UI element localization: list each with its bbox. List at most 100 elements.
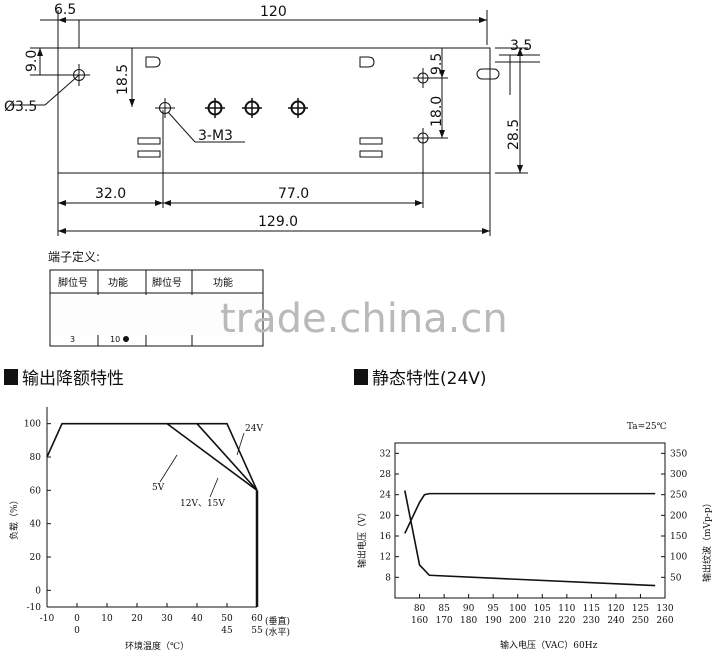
dim-bottom-b: 77.0: [278, 186, 309, 202]
series-line: [196, 423, 258, 491]
derating-axis-vertical: (垂直): [265, 615, 290, 627]
static-ta: Ta=25℃: [627, 422, 667, 432]
derating-title-marker: [4, 369, 18, 385]
table-cell-partial-2: 10: [110, 335, 120, 344]
x-tick-label: 0: [74, 614, 80, 624]
y-tick-label: -10: [27, 603, 42, 613]
x-tick-label-bottom: 160: [411, 616, 428, 626]
y-tick-label-left: 24: [380, 491, 392, 501]
static-ylabel-left: 输出电压（V）: [356, 508, 368, 569]
dim-slot-width: 3.5: [510, 38, 532, 54]
x-tick-label-bottom: 240: [607, 616, 624, 626]
x-tick-label-top: 110: [558, 604, 575, 614]
plot-frame: [394, 442, 666, 599]
x-tick-label-bottom: 210: [534, 616, 551, 626]
series-line: [166, 423, 258, 491]
x-tick-label-top: 105: [534, 604, 551, 614]
dim-screw-label: 3-M3: [198, 128, 233, 144]
x-tick-label-top: 95: [487, 604, 499, 614]
x-tick-label-top: 125: [632, 604, 649, 614]
x-tick-label-bottom: 260: [656, 616, 673, 626]
vent-slot-4: [359, 150, 383, 158]
x-tick-label-bottom: 190: [485, 616, 502, 626]
leader-5v: [159, 454, 178, 483]
dim-total-length: 129.0: [258, 214, 298, 230]
dim-length: 120: [260, 4, 287, 20]
x-tick-label: 30: [161, 614, 173, 624]
y-tick-label: 0: [35, 586, 41, 596]
y-tick-label-left: 12: [380, 553, 391, 563]
dim-right-hole-spacing: 18.0: [429, 96, 445, 127]
x-tick-label: 10: [101, 614, 113, 624]
derating-label-5v: 5V: [152, 483, 165, 493]
x-tick-label-top: 90: [463, 604, 475, 614]
x-tick-label-bottom: 200: [509, 616, 526, 626]
dim-height: 28.5: [506, 119, 522, 150]
y-tick-label-right: 50: [670, 573, 682, 583]
series-line: [404, 492, 656, 534]
dimension-arrows: [37, 17, 523, 234]
derating-axis-horizontal: (水平): [265, 626, 290, 638]
y-tick-label: 60: [30, 486, 42, 496]
y-tick-label-right: 300: [670, 470, 687, 480]
dim-left-hole-top: 9.0: [24, 50, 40, 72]
y-tick-label-left: 32: [380, 449, 391, 459]
y-tick-label-right: 100: [670, 553, 687, 563]
x-tick-label-top: 120: [607, 604, 624, 614]
vent-slot-3: [359, 137, 383, 145]
x-tick-label-horizontal: 45: [221, 626, 233, 636]
y-tick-label-right: 150: [670, 532, 687, 542]
y-tick-label: 100: [24, 420, 41, 430]
leader-24v: [236, 432, 245, 456]
series-line: [404, 490, 656, 587]
static-xlabel: 输入电压（VAC）60Hz: [500, 639, 598, 651]
leader-12v-15v: [209, 477, 219, 498]
table-cell-partial-1: 3: [70, 335, 75, 344]
x-tick-label-bottom: 220: [558, 616, 575, 626]
y-tick-label-right: 200: [670, 511, 687, 521]
x-tick-label: 20: [131, 614, 143, 624]
y-tick-label-right: 350: [670, 449, 687, 459]
table-header-4: 功能: [213, 276, 233, 289]
static-chart: 3228242016128350300250200150100508016085…: [380, 442, 687, 626]
vent-slot-2: [137, 150, 161, 158]
derating-ylabel: 负载（%）: [8, 495, 20, 540]
dim-left-offset: 6.5: [54, 2, 76, 18]
x-tick-label-top: 85: [438, 604, 450, 614]
terminal-heading: 端子定义:: [48, 249, 100, 264]
x-tick-label-horizontal: 55: [251, 626, 263, 636]
x-tick-label-horizontal: 0: [74, 626, 80, 636]
watermark: trade.china.cn: [220, 296, 508, 342]
table-dot: [123, 336, 129, 342]
y-tick-label-left: 28: [380, 470, 392, 480]
y-tick-label-left: 20: [380, 511, 392, 521]
dim-slot-top: 18.5: [115, 64, 131, 95]
x-tick-label-top: 100: [509, 604, 526, 614]
static-title: 静态特性(24V): [372, 369, 487, 389]
x-tick-label: 50: [221, 614, 233, 624]
y-tick-label: 40: [30, 520, 42, 530]
vent-d-left: [145, 56, 161, 68]
derating-xlabel: 环境温度（℃）: [125, 640, 189, 652]
x-tick-label-top: 80: [414, 604, 426, 614]
table-header-3: 脚位号: [152, 276, 182, 289]
y-tick-label: 20: [30, 553, 42, 563]
derating-label-24v: 24V: [245, 424, 263, 434]
x-tick-label-top: 130: [656, 604, 673, 614]
dim-right-hole-top: 9.5: [429, 53, 445, 75]
x-tick-label-bottom: 180: [460, 616, 477, 626]
y-tick-label: 80: [30, 453, 42, 463]
series-line: [46, 422, 258, 491]
x-tick-label: 40: [191, 614, 203, 624]
vent-d-right: [359, 56, 375, 68]
table-header-1: 脚位号: [58, 276, 88, 289]
static-title-marker: [354, 369, 368, 385]
y-tick-label-left: 16: [380, 532, 392, 542]
table-header-2: 功能: [108, 276, 128, 289]
mechanical-drawing: [10, 10, 540, 236]
x-tick-label: -10: [40, 614, 55, 624]
static-ylabel-right: 输出纹波（mVp-p）: [701, 498, 713, 582]
vent-slot-1: [137, 137, 161, 145]
